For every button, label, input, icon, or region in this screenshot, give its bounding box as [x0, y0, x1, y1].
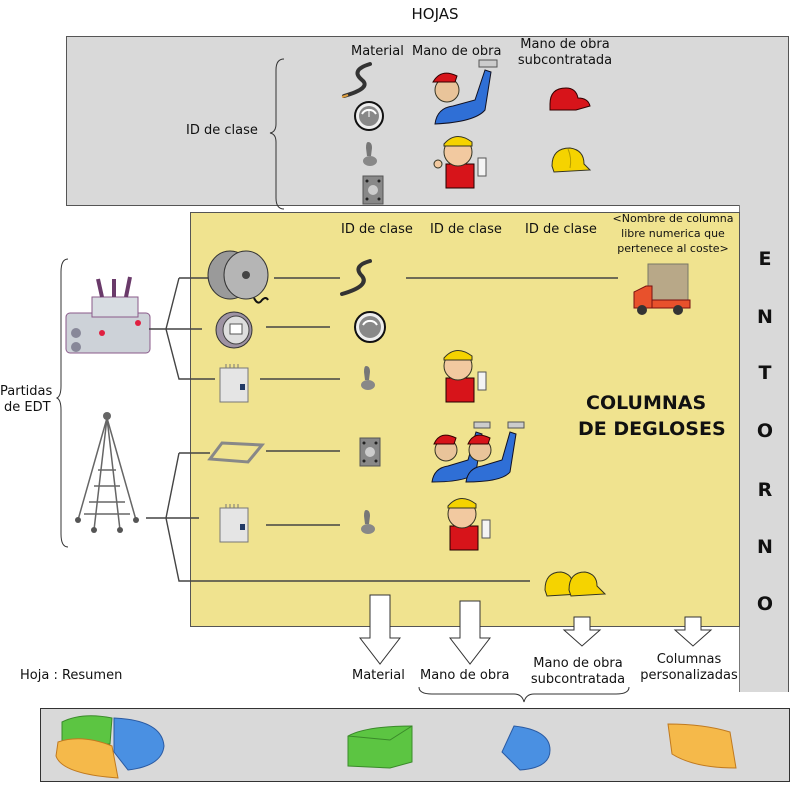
cable-icon-2: [340, 259, 372, 296]
toggle-switch-icon: [363, 142, 377, 166]
header-labor: Mano de obra: [412, 44, 502, 59]
wbs-brace: [55, 258, 69, 548]
summary-sheet-panel: [40, 708, 790, 782]
entorno-letter-7: O: [756, 593, 774, 615]
output-labor-label: Mano de obra: [420, 668, 510, 683]
mechanic-worker-icon: [432, 59, 498, 125]
summary-slice-material: [347, 725, 413, 769]
transformer-icon: [65, 276, 151, 354]
custom-column-header-line-3: pertenece al coste>: [617, 242, 729, 255]
yellow-hardhat-icon: [551, 147, 592, 173]
breakdown-title-line-1: COLUMNAS: [586, 392, 707, 414]
mounting-plate-icon: [362, 175, 384, 205]
two-mechanics-icon: [431, 421, 525, 483]
foreman-worker-icon-3: [447, 498, 491, 551]
gauge-icon: [354, 101, 384, 131]
gauge-icon-2: [354, 311, 386, 343]
entorno-panel: [739, 205, 789, 692]
diagram-title: HOJAS: [411, 5, 459, 23]
header-subcontracted-1: Mano de obra: [520, 37, 610, 52]
sheets-panel: [66, 36, 789, 206]
header-subcontracted-2: subcontratada: [517, 53, 613, 68]
arrow-down-custom: [673, 616, 713, 647]
breakdown-header-2: ID de clase: [430, 222, 502, 237]
summary-sheet-label: Hoja : Resumen: [20, 668, 123, 683]
arrow-down-subcontracted: [562, 616, 602, 647]
toggle-switch-icon-2: [361, 366, 375, 390]
electrical-box-icon: [219, 364, 249, 403]
class-id-label: ID de clase: [186, 123, 258, 138]
cable-icon: [341, 62, 372, 98]
output-custom-label-2: personalizadas: [640, 668, 738, 683]
summary-pie-chart: [55, 715, 165, 779]
summary-slice-labor: [501, 725, 551, 771]
breakdown-title: COLUMNAS DE DEGLOSES: [578, 390, 726, 442]
entorno-letter-3: T: [758, 362, 772, 384]
red-cap-icon: [549, 87, 591, 111]
custom-column-header-line-1: <Nombre de columna: [612, 212, 734, 225]
truck-icon: [633, 263, 691, 315]
output-subcontracted-label-2: subcontratada: [530, 672, 626, 687]
foreman-worker-icon-2: [443, 350, 487, 403]
output-material-label: Material: [352, 668, 405, 683]
wbs-label-line-1: Partidas: [0, 384, 53, 399]
arrow-down-material: [358, 594, 402, 665]
breakdown-title-line-2: DE DEGLOSES: [578, 418, 726, 440]
foreman-worker-icon: [433, 136, 487, 189]
labor-group-brace: [418, 686, 630, 703]
output-subcontracted-label-1: Mano de obra: [533, 656, 623, 671]
electric-meter-icon: [215, 311, 253, 349]
entorno-letter-2: N: [757, 306, 773, 328]
electrical-box-icon-2: [219, 504, 249, 543]
header-material: Material: [351, 44, 404, 59]
cable-reel-icon: [207, 250, 269, 304]
custom-column-header-line-2: libre numerica que: [621, 227, 725, 240]
entorno-letter-5: R: [757, 479, 773, 501]
wbs-label-line-2: de EDT: [4, 400, 51, 415]
toggle-switch-icon-3: [361, 510, 375, 534]
breakdown-header-1: ID de clase: [341, 222, 413, 237]
entorno-letter-6: N: [757, 536, 773, 558]
two-hardhats-icon: [544, 571, 607, 597]
output-custom-label-1: Columnas: [656, 652, 722, 667]
entorno-letter-1: E: [758, 248, 772, 270]
transmission-tower-icon: [75, 412, 139, 533]
summary-slice-custom: [667, 723, 737, 769]
class-id-brace: [269, 58, 285, 210]
frame-outline-icon: [207, 441, 266, 464]
breakdown-header-3: ID de clase: [525, 222, 597, 237]
mounting-plate-icon-2: [359, 437, 381, 467]
entorno-letter-4: O: [756, 420, 774, 442]
arrow-down-labor: [448, 600, 492, 665]
custom-column-header: <Nombre de columna libre numerica que pe…: [605, 211, 741, 256]
